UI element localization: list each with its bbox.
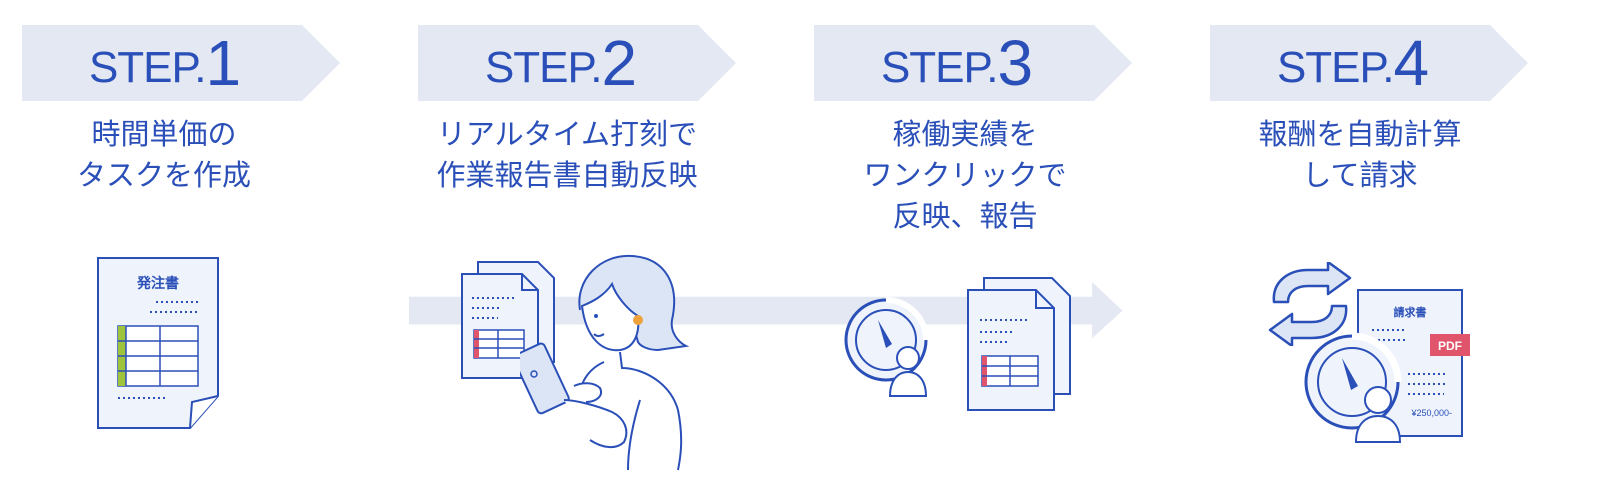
step-number: 4 — [1393, 27, 1429, 99]
step-3-label: STEP.3 — [814, 25, 1099, 101]
person-with-tablet-icon — [520, 254, 690, 471]
step-4-description: 報酬を自動計算 して請求 — [1258, 117, 1462, 192]
step-1-banner: STEP.1 — [22, 25, 342, 101]
step-word: STEP. — [88, 43, 206, 92]
invoice-amount: ¥250,000- — [1410, 408, 1452, 418]
invoice-doc-title: 請求書 — [1394, 305, 1427, 319]
step-word: STEP. — [1276, 43, 1394, 92]
step-2-label: STEP.2 — [418, 25, 703, 101]
step-3-description: 稼働実績を ワンクリックで 反映、報告 — [863, 117, 1067, 233]
gauge-user-icon — [844, 297, 929, 397]
report-documents-icon — [967, 277, 1071, 411]
step-word: STEP. — [484, 43, 602, 92]
sync-arrows-icon — [1268, 262, 1352, 346]
order-doc-title: 発注書 — [136, 275, 179, 292]
step-2-banner: STEP.2 — [418, 25, 738, 101]
step-1-label: STEP.1 — [22, 25, 307, 101]
step-4-label: STEP.4 — [1210, 25, 1495, 101]
pdf-badge: PDF — [1438, 339, 1462, 353]
step-3-banner: STEP.3 — [814, 25, 1134, 101]
step-2-description: リアルタイム打刻で 作業報告書自動反映 — [436, 117, 698, 192]
order-document-icon: 発注書 — [97, 257, 219, 429]
step-4-banner: STEP.4 — [1210, 25, 1530, 101]
report-documents-icon — [461, 261, 555, 379]
step-number: 2 — [601, 27, 637, 99]
gauge-user-icon — [1304, 332, 1402, 443]
step-number: 3 — [997, 27, 1033, 99]
step-number: 1 — [205, 27, 241, 99]
step-word: STEP. — [880, 43, 998, 92]
step-1-description: 時間単価の タスクを作成 — [76, 117, 251, 192]
